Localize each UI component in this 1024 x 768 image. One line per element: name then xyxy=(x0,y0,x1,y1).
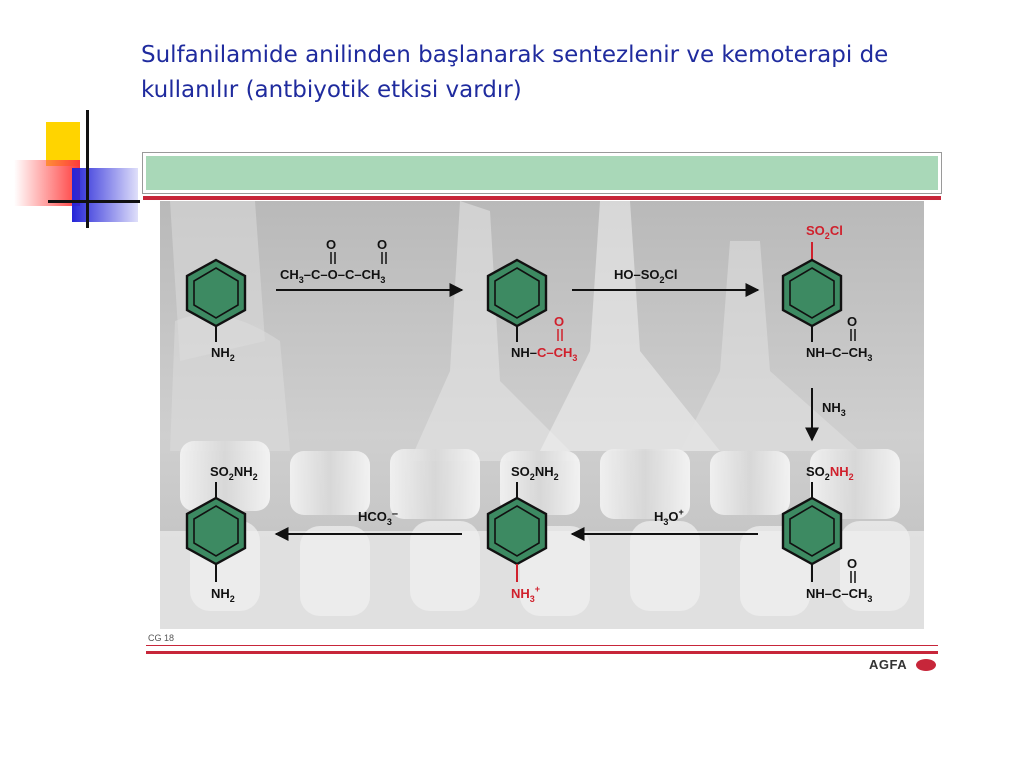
svg-text:CH3–C–O–C–CH3: CH3–C–O–C–CH3 xyxy=(280,267,385,285)
svg-text:NH–C–CH3: NH–C–CH3 xyxy=(806,586,872,604)
reagent-ammonia: NH3 xyxy=(822,400,846,418)
svg-text:NH2: NH2 xyxy=(211,586,235,604)
svg-text:O: O xyxy=(326,237,336,252)
footer-rule xyxy=(146,645,938,654)
brand-label: AGFA xyxy=(869,657,908,672)
reagent-bicarbonate: HCO3– xyxy=(358,508,398,527)
svg-text:SO2NH2: SO2NH2 xyxy=(511,464,559,482)
molecule-acetyl-sulfonamide: SO2NH2 O NH–C–CH3 xyxy=(781,464,872,604)
decorative-squares xyxy=(0,100,150,240)
svg-text:SO2Cl: SO2Cl xyxy=(806,223,843,241)
reagent-acetic-anhydride: O O CH3–C–O–C–CH3 xyxy=(280,237,387,285)
svg-text:SO2NH2: SO2NH2 xyxy=(210,464,258,482)
molecule-sulfanilamide: SO2NH2 NH2 xyxy=(185,464,258,604)
svg-text:NH–C–CH3: NH–C–CH3 xyxy=(806,345,872,363)
svg-text:O: O xyxy=(847,556,857,571)
svg-text:NH3+: NH3+ xyxy=(511,584,540,604)
slide-title: Sulfanilamide anilinden başlanarak sente… xyxy=(141,38,991,108)
figure-code: CG 18 xyxy=(148,633,175,643)
header-bar xyxy=(143,156,941,200)
agfa-logo-icon xyxy=(916,659,936,671)
reagent-chlorosulfonic-acid: HO–SO2Cl xyxy=(614,267,678,285)
reagent-hydronium: H3O+ xyxy=(654,507,684,527)
svg-text:O: O xyxy=(377,237,387,252)
svg-text:O: O xyxy=(847,314,857,329)
svg-text:O: O xyxy=(554,314,564,329)
molecule-aniline: NH2 xyxy=(185,258,247,363)
svg-text:NH–C–CH3: NH–C–CH3 xyxy=(511,345,577,363)
title-line-1: Sulfanilamide anilinden başlanarak sente… xyxy=(141,42,889,68)
title-line-2: kullanılır (antbiyotik etkisi vardır) xyxy=(141,77,522,103)
molecule-acetanilide: O NH–C–CH3 xyxy=(486,258,577,363)
molecule-sulfanilamide-ammonium: SO2NH2 NH3+ xyxy=(486,464,559,604)
svg-text:SO2NH2: SO2NH2 xyxy=(806,464,854,482)
molecule-sulfonyl-chloride: SO2Cl O NH–C–CH3 xyxy=(781,223,872,363)
label-nh2: NH2 xyxy=(211,345,235,363)
